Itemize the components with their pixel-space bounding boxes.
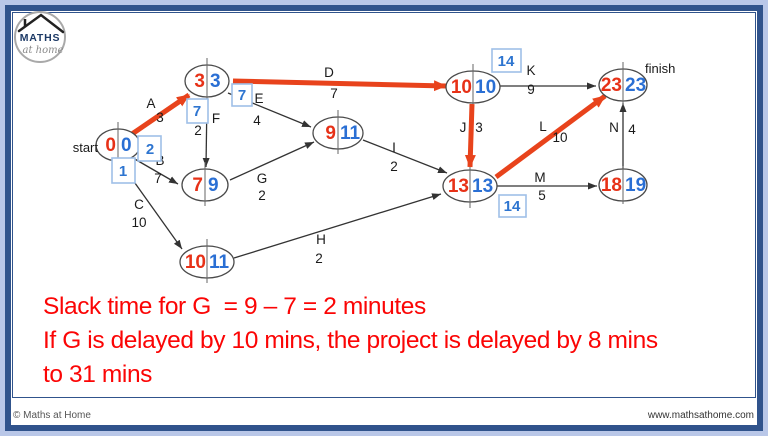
edge-H-duration: 2 <box>315 251 323 266</box>
node-3-3-early: 3 <box>194 71 205 92</box>
start-label: start <box>73 140 99 155</box>
edge-I-duration: 2 <box>390 159 398 174</box>
edge-G-duration: 2 <box>258 188 266 203</box>
edge-G: G 2 <box>229 141 315 203</box>
node-10-11-early: 10 <box>185 252 206 273</box>
node-18-19-late: 19 <box>625 175 646 196</box>
node-23-23-early: 23 <box>601 75 622 96</box>
node-9-11: 9 11 <box>312 110 364 154</box>
node-23-23-late: 23 <box>625 75 646 96</box>
edge-L-critical: L 10 <box>494 93 607 180</box>
edge-N-duration: 4 <box>628 122 636 137</box>
edge-E-duration: 4 <box>253 113 261 128</box>
node-start-early: 0 <box>105 135 116 156</box>
edge-C-name: C <box>134 197 144 212</box>
edge-L-name: L <box>539 119 547 134</box>
slack-box-7F-value: 7 <box>193 103 201 120</box>
edge-H: H 2 <box>233 193 442 266</box>
slack-box-1-value: 1 <box>119 163 127 180</box>
maths-at-home-logo: MATHS at home <box>14 11 66 63</box>
edge-H-name: H <box>316 232 326 247</box>
finish-label: finish <box>645 61 675 76</box>
slack-box-14M-value: 14 <box>504 198 521 215</box>
slack-box-7-edge-F: 7 <box>186 98 209 124</box>
edge-D-duration: 7 <box>330 86 338 101</box>
slack-box-1: 1 <box>111 157 136 184</box>
edge-I-name: I <box>392 140 396 155</box>
node-9-11-late: 11 <box>340 123 361 144</box>
slack-box-14-edge-M: 14 <box>498 194 527 218</box>
node-3-3: 3 3 <box>184 58 230 102</box>
edge-M: M 5 <box>497 170 597 203</box>
slack-box-7-edge-E: 7 <box>231 83 253 107</box>
node-13-13-early: 13 <box>448 176 469 197</box>
caption-line-3: to 31 mins <box>43 361 153 388</box>
slack-box-2: 2 <box>137 135 162 162</box>
edge-K-duration: 9 <box>527 82 535 97</box>
logo-title: MATHS <box>20 32 61 44</box>
edge-N-name: N <box>609 120 619 135</box>
caption-line-2: If G is delayed by 10 mins, the project … <box>43 327 658 354</box>
edge-K: K 9 <box>500 63 596 97</box>
node-10-10-late: 10 <box>475 77 496 98</box>
edge-C-duration: 10 <box>131 215 146 230</box>
footer-copyright: © Maths at Home <box>13 410 91 421</box>
footer-website: www.mathsathome.com <box>647 410 754 421</box>
edge-J-critical: J 3 <box>460 103 483 168</box>
slack-box-7E-value: 7 <box>238 87 246 104</box>
node-23-23-finish: 23 23 <box>598 62 648 106</box>
node-9-11-early: 9 <box>325 123 336 144</box>
edge-L-duration: 10 <box>552 130 567 145</box>
slack-box-14-edge-K: 14 <box>491 48 522 73</box>
node-13-13-late: 13 <box>472 176 493 197</box>
edge-B-duration: 7 <box>154 171 162 186</box>
node-10-11-late: 11 <box>209 252 230 273</box>
edge-A-critical: A 3 <box>130 92 191 137</box>
edge-M-name: M <box>534 170 545 185</box>
edge-A-duration: 3 <box>156 110 164 125</box>
slack-box-2-value: 2 <box>146 141 154 158</box>
edge-J-duration: 3 <box>475 120 483 135</box>
logo-subtitle: at home <box>22 45 63 56</box>
edge-A-name: A <box>146 96 155 111</box>
node-13-13: 13 13 <box>442 167 498 208</box>
node-7-9-late: 9 <box>208 175 219 196</box>
node-10-10: 10 10 <box>445 64 501 104</box>
edge-J-name: J <box>460 120 467 135</box>
edge-D-critical: D 7 <box>232 65 447 101</box>
slack-box-14K-value: 14 <box>498 53 515 70</box>
caption: Slack time for G = 9 – 7 = 2 minutes If … <box>43 290 658 392</box>
edge-D-name: D <box>324 65 334 80</box>
edge-K-name: K <box>526 63 535 78</box>
logo-roof-icon <box>17 13 65 34</box>
node-7-9: 7 9 <box>181 162 229 206</box>
edge-N: N 4 <box>609 103 636 169</box>
edge-E-name: E <box>254 91 263 106</box>
node-18-19: 18 19 <box>598 166 648 204</box>
node-10-10-early: 10 <box>451 77 472 98</box>
node-3-3-late: 3 <box>210 71 221 92</box>
edge-M-duration: 5 <box>538 188 546 203</box>
edge-F-name: F <box>212 111 220 126</box>
node-7-9-early: 7 <box>192 175 203 196</box>
edge-G-name: G <box>257 171 268 186</box>
edge-I: I 2 <box>362 139 448 174</box>
edge-F-duration: 2 <box>194 123 202 138</box>
node-start-late: 0 <box>121 135 132 156</box>
node-10-11: 10 11 <box>179 239 235 283</box>
caption-line-1: Slack time for G = 9 – 7 = 2 minutes <box>43 293 426 320</box>
node-18-19-early: 18 <box>601 175 622 196</box>
